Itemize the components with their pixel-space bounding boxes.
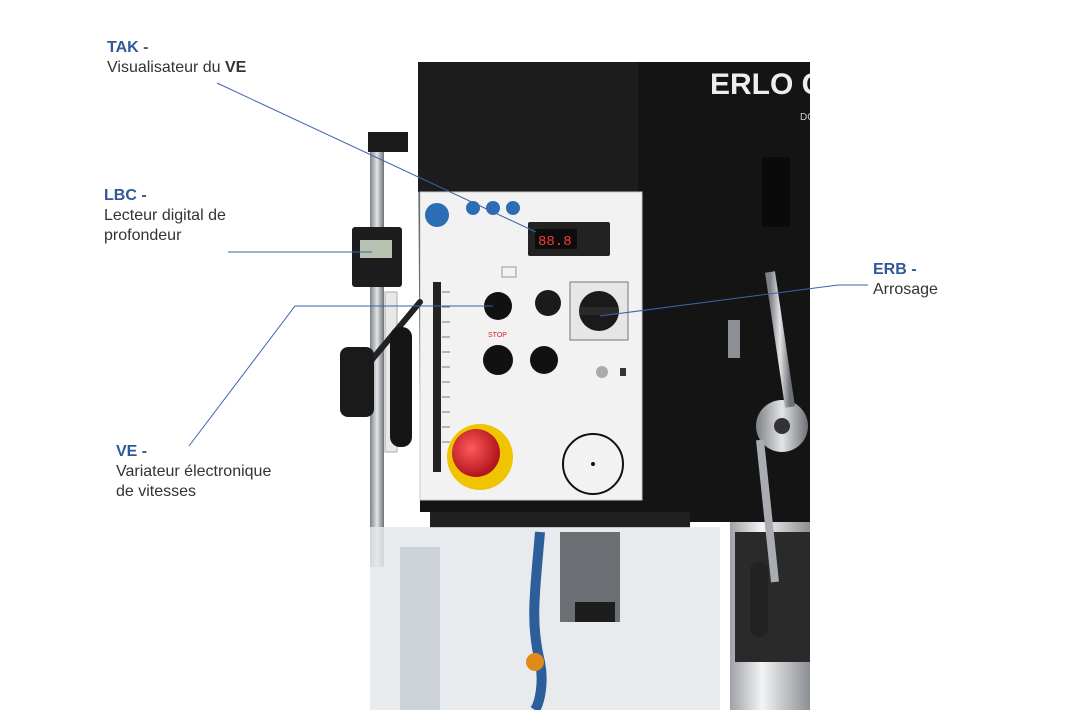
machine-brand: ERLO C xyxy=(710,68,810,101)
safety-icon xyxy=(486,201,500,215)
callout-lbc-line2: profondeur xyxy=(104,227,182,244)
callout-tak-text: Visualisateur du VE xyxy=(107,58,246,78)
callout-ve-code: VE - xyxy=(116,443,148,460)
callout-ve: VE - Variateur électronique de vitesses xyxy=(116,442,271,502)
emergency-stop-button xyxy=(452,429,500,477)
callout-tak-text-prefix: Visualisateur du xyxy=(107,59,225,76)
speed-display-value: 88.8 xyxy=(538,234,572,250)
callout-lbc: LBC - Lecteur digital de profondeur xyxy=(104,186,226,246)
callout-erb-code: ERB - xyxy=(873,261,917,278)
coolant-hose xyxy=(529,531,547,710)
callout-tak: TAK - Visualisateur du VE xyxy=(107,38,246,78)
callout-lbc-code: LBC - xyxy=(104,187,147,204)
callout-ve-line2: de vitesses xyxy=(116,483,197,500)
callout-lbc-line1: Lecteur digital de xyxy=(104,207,226,224)
safety-icon xyxy=(425,203,449,227)
callout-erb-line1: Arrosage xyxy=(873,281,938,298)
callout-tak-code: TAK - xyxy=(107,39,149,56)
callout-ve-line1: Variateur électronique xyxy=(116,463,272,480)
stop-label: STOP xyxy=(488,332,507,339)
machine-brand-sub: DO xyxy=(800,112,810,123)
safety-icon xyxy=(506,201,520,215)
speed-variator-knob xyxy=(535,290,561,316)
safety-icon xyxy=(466,201,480,215)
callout-tak-text-bold: VE xyxy=(225,59,247,76)
drill-machine-photo: ERLO C DO 88.8 STOP xyxy=(330,62,810,710)
callout-erb: ERB - Arrosage xyxy=(873,260,938,300)
